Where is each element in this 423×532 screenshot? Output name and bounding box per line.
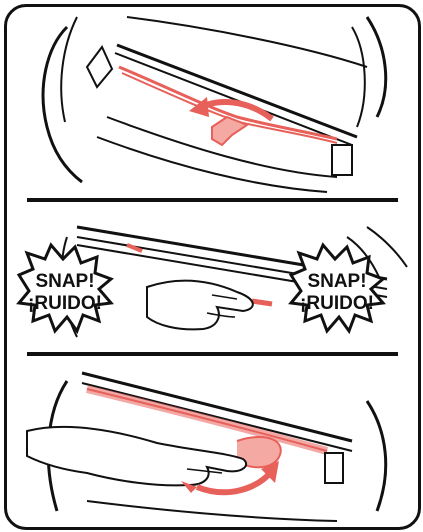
- stroller-canopy-illustration-1: [7, 7, 418, 195]
- ruido-label-right: ¡RUIDO!: [300, 293, 374, 314]
- panel-divider: [27, 198, 398, 202]
- step-panel-1: [7, 7, 418, 195]
- step-panel-3: [7, 361, 418, 527]
- instruction-frame: SNAP! ¡RUIDO! SNAP! ¡RUIDO!: [4, 4, 421, 530]
- stroller-canopy-illustration-3: [7, 361, 418, 527]
- stroller-canopy-illustration-2: SNAP! ¡RUIDO! SNAP! ¡RUIDO!: [7, 207, 418, 349]
- snap-label-left: SNAP!: [35, 271, 94, 292]
- snap-label-right: SNAP!: [307, 271, 366, 292]
- panel-divider: [27, 352, 398, 356]
- ruido-label-left: ¡RUIDO!: [28, 293, 102, 314]
- step-panel-2: SNAP! ¡RUIDO! SNAP! ¡RUIDO!: [7, 207, 418, 349]
